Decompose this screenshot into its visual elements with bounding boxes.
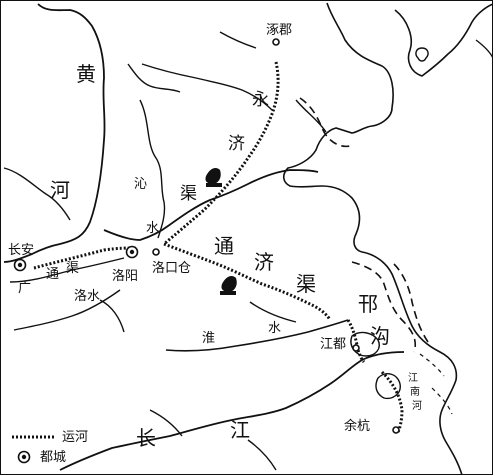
tributary-upper xyxy=(3,167,71,221)
river-label-qinshui-1: 沁 xyxy=(134,177,148,192)
legend-label-canal: 运河 xyxy=(62,430,89,445)
legend-capital-icon-dot xyxy=(21,454,27,460)
hangou-canal xyxy=(346,319,366,364)
canal-label-tongji-3: 渠 xyxy=(296,272,316,296)
peninsula-coast xyxy=(394,3,493,77)
canal-label-jiangnan-2: 南 xyxy=(410,387,420,398)
city-icon-jiangdu xyxy=(352,344,360,352)
coastline xyxy=(282,2,463,475)
north-river-3 xyxy=(295,99,327,133)
canal-label-hangou-1: 邗 xyxy=(358,292,378,316)
canal-label-guangtong-2: 通 xyxy=(46,267,60,282)
city-icon-yuhang xyxy=(392,426,400,434)
river-label-huaishui-2: 水 xyxy=(268,321,282,336)
river-label-huaishui-1: 淮 xyxy=(202,331,216,346)
guangtong-canal xyxy=(33,246,137,270)
huanghe-river xyxy=(3,3,319,263)
south-branch xyxy=(247,439,277,471)
old-course-east xyxy=(393,263,429,343)
canal-label-guangtong-3: 渠 xyxy=(66,261,80,276)
jiangnan-canal xyxy=(380,370,404,433)
old-course-north xyxy=(299,97,351,148)
river-label-changjiang-2: 江 xyxy=(230,418,250,442)
river-label-qinshui-2: 水 xyxy=(146,221,160,236)
canal-label-yongji-1: 永 xyxy=(252,90,269,110)
river-label-changjiang-1: 长 xyxy=(136,426,156,450)
city-label-changan: 长安 xyxy=(8,243,35,258)
river-label-luoshui: 洛水 xyxy=(74,289,101,304)
changjiang-branch xyxy=(149,409,183,437)
capital-city-icon-changan-dot xyxy=(17,262,23,268)
canal-label-yongji-2: 济 xyxy=(228,134,245,154)
qinshui-river xyxy=(139,99,166,239)
canal-label-jiangnan-3: 河 xyxy=(412,401,422,412)
canal-label-tongji-1: 通 xyxy=(214,234,234,258)
lake-taihu xyxy=(375,373,401,400)
city-label-jiangdu: 江都 xyxy=(320,337,347,352)
river-label-huanghe-1: 黄 xyxy=(76,62,96,86)
tongji-canal xyxy=(163,242,332,321)
south-river-2 xyxy=(99,299,125,333)
legend-label-capital: 都城 xyxy=(40,450,67,465)
canal-label-jiangnan-1: 江 xyxy=(408,373,418,384)
coastal-lakes xyxy=(419,353,453,415)
north-river-1 xyxy=(141,63,273,111)
north-river-2 xyxy=(219,31,257,49)
river-label-huanghe-2: 河 xyxy=(50,178,70,202)
city-label-luoyang: 洛阳 xyxy=(112,269,139,284)
granary-icon xyxy=(205,168,222,187)
city-label-yuhang: 余杭 xyxy=(344,419,371,434)
granary-icon xyxy=(220,276,237,295)
canal-label-hangou-2: 沟 xyxy=(370,324,390,348)
huaishui-river xyxy=(165,319,349,352)
luoshui-river xyxy=(9,257,125,283)
canal-label-tongji-2: 济 xyxy=(254,250,274,274)
city-icon-luokoucang xyxy=(152,248,160,256)
south-river-1 xyxy=(13,289,121,331)
tributary-north xyxy=(127,63,181,93)
city-label-luokoucang: 洛口仓 xyxy=(152,261,192,276)
changjiang-river xyxy=(59,351,405,471)
city-label-zhuojun: 涿郡 xyxy=(266,23,293,38)
canal-label-guangtong-1: 广 xyxy=(18,281,32,296)
capital-city-icon-luoyang-dot xyxy=(129,249,135,255)
city-icon-zhuojun xyxy=(272,38,280,46)
canal-label-yongji-3: 渠 xyxy=(180,184,197,204)
island xyxy=(415,47,429,62)
huai-tributary xyxy=(249,301,297,323)
coast-detail xyxy=(475,39,493,59)
